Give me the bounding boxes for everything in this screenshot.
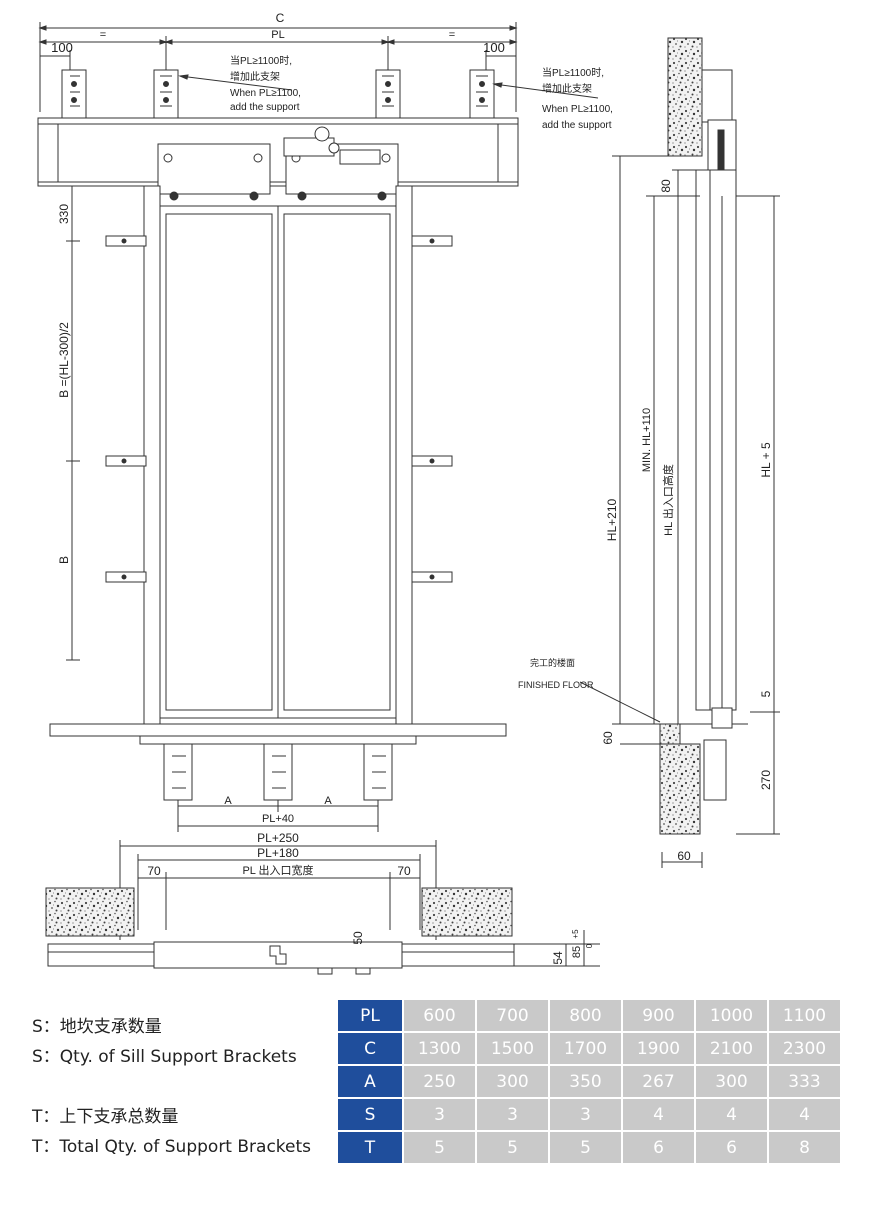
spec-table: PL 600 700 800 900 1000 1100 C 1300 1500… <box>336 998 842 1165</box>
dim-60-bottom: 60 <box>677 849 691 863</box>
support-note-en-right-2: add the support <box>542 120 612 131</box>
dim-60-left: 60 <box>601 731 615 745</box>
table-cell: 900 <box>623 1000 694 1031</box>
top-bracket-2 <box>153 69 179 121</box>
dim-b: B <box>57 556 71 564</box>
table-cell: 3 <box>404 1099 475 1130</box>
table-row: A 250 300 350 267 300 333 <box>338 1066 840 1097</box>
table-cell: 250 <box>404 1066 475 1097</box>
row-header-a: A <box>338 1066 402 1097</box>
table-cell: 350 <box>550 1066 621 1097</box>
dim-c-label: C <box>276 11 285 25</box>
dim-equal-left: = <box>100 29 106 41</box>
table-cell: 1100 <box>769 1000 840 1031</box>
table-cell: 2100 <box>696 1033 767 1064</box>
top-bracket-4 <box>469 69 495 121</box>
legend-s-en: S：Qty. of Sill Support Brackets <box>32 1047 297 1067</box>
table-cell: 1700 <box>550 1033 621 1064</box>
dim-a-left: A <box>224 795 232 807</box>
table-cell: 1900 <box>623 1033 694 1064</box>
finished-floor-cn: 完工的楼面 <box>530 657 575 668</box>
dim-70-left: 70 <box>147 864 161 878</box>
side-brackets <box>105 235 453 583</box>
dim-270: 270 <box>759 770 773 790</box>
top-bracket-1 <box>61 69 87 121</box>
legend-s-cn: S：地坎支承数量 <box>32 1017 162 1037</box>
support-note-cn-right-1: 当PL≥1100时, <box>542 66 604 79</box>
table-cell: 1300 <box>404 1033 475 1064</box>
dim-pl180: PL+180 <box>257 846 299 860</box>
dim-pl250: PL+250 <box>257 831 299 845</box>
dim-pl40: PL+40 <box>262 813 294 825</box>
dim-b-formula: B =(HL-300)/2 <box>57 322 71 398</box>
table-cell: 3 <box>550 1099 621 1130</box>
table-cell: 300 <box>696 1066 767 1097</box>
dim-hl-entrance: HL 出入口高度 <box>661 464 675 536</box>
table-cell: 800 <box>550 1000 621 1031</box>
table-row: C 1300 1500 1700 1900 2100 2300 <box>338 1033 840 1064</box>
table-cell: 333 <box>769 1066 840 1097</box>
dim-85: 85 <box>571 946 583 958</box>
table-cell: 4 <box>696 1099 767 1130</box>
legend-t-en: T：Total Qty. of Support Brackets <box>32 1137 312 1157</box>
table-cell: 4 <box>769 1099 840 1130</box>
finished-floor-en: FINISHED FLOOR <box>518 680 594 690</box>
row-header-pl: PL <box>338 1000 402 1031</box>
row-header-t: T <box>338 1132 402 1163</box>
door-installation-drawing: C PL = = 100 100 当PL≥1100时, 增加此支架 When P… <box>37 11 780 975</box>
dim-5: 5 <box>759 690 773 697</box>
legend-t-cn: T：上下支承总数量 <box>32 1107 179 1127</box>
dim-80: 80 <box>659 179 673 193</box>
table-cell: 600 <box>404 1000 475 1031</box>
table-cell: 300 <box>477 1066 548 1097</box>
dim-70-right: 70 <box>397 864 411 878</box>
table-cell: 2300 <box>769 1033 840 1064</box>
table-cell: 1000 <box>696 1000 767 1031</box>
table-row: PL 600 700 800 900 1000 1100 <box>338 1000 840 1031</box>
dim-50: 50 <box>351 931 365 945</box>
dim-zero: 0 <box>585 943 594 948</box>
dim-equal-right: = <box>449 29 455 41</box>
table-cell: 5 <box>477 1132 548 1163</box>
dim-a-right: A <box>324 795 332 807</box>
plan-view <box>45 840 600 975</box>
table-cell: 1500 <box>477 1033 548 1064</box>
support-note-cn-left-1: 当PL≥1100时, <box>230 54 292 67</box>
table-cell: 700 <box>477 1000 548 1031</box>
table-cell: 3 <box>477 1099 548 1130</box>
table-cell: 8 <box>769 1132 840 1163</box>
dim-100-right: 100 <box>483 40 505 55</box>
support-note-cn-left-2: 增加此支架 <box>230 70 280 83</box>
dim-pl-entrance: PL 出入口宽度 <box>242 863 313 877</box>
dim-plus5: +5 <box>571 929 580 939</box>
row-header-c: C <box>338 1033 402 1064</box>
table-cell: 6 <box>623 1132 694 1163</box>
table-cell: 6 <box>696 1132 767 1163</box>
dim-hl210: HL+210 <box>605 498 619 541</box>
top-bracket-3 <box>375 69 401 121</box>
table-cell: 5 <box>404 1132 475 1163</box>
dim-min-hl110: MIN. HL+110 <box>641 408 653 472</box>
support-note-en-left-2: add the support <box>230 102 300 113</box>
table-cell: 5 <box>550 1132 621 1163</box>
support-note-en-left-1: When PL≥1100, <box>230 88 301 99</box>
dim-pl-label: PL <box>271 29 284 41</box>
table-cell: 267 <box>623 1066 694 1097</box>
dim-54: 54 <box>551 951 565 965</box>
table-cell: 4 <box>623 1099 694 1130</box>
side-view <box>579 37 780 868</box>
row-header-s: S <box>338 1099 402 1130</box>
support-note-cn-right-2: 增加此支架 <box>542 82 592 95</box>
dim-330: 330 <box>57 204 71 224</box>
front-view <box>37 22 599 832</box>
table-row: S 3 3 3 4 4 4 <box>338 1099 840 1130</box>
dim-100-left: 100 <box>51 40 73 55</box>
dim-hl5: HL + 5 <box>759 442 773 478</box>
table-row: T 5 5 5 6 6 8 <box>338 1132 840 1163</box>
support-note-en-right-1: When PL≥1100, <box>542 104 613 115</box>
